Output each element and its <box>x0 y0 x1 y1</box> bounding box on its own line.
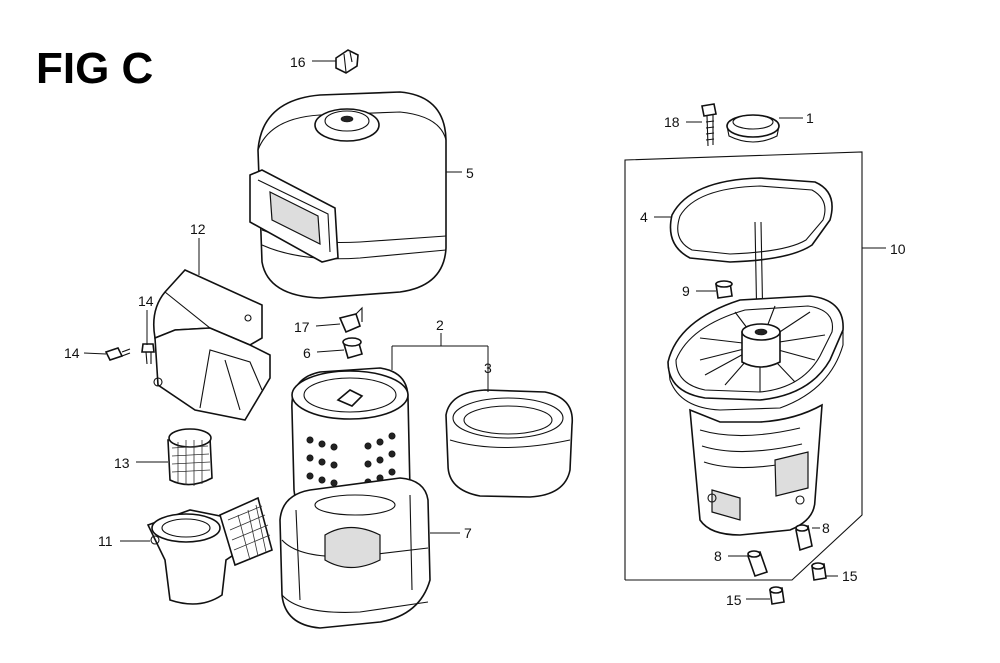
part-12-duct <box>152 269 271 421</box>
part-10-frame <box>624 151 863 581</box>
part-17-nut <box>338 306 363 334</box>
part-8-pin-b <box>795 524 813 552</box>
callout-17: 17 <box>294 319 310 335</box>
part-16-clip <box>335 49 359 74</box>
part-13-screen <box>167 428 213 486</box>
callout-10: 10 <box>890 241 906 257</box>
callout-6: 6 <box>303 345 311 361</box>
callout-11: 11 <box>98 533 113 549</box>
callout-9: 9 <box>682 283 690 299</box>
part-15-cap-b <box>811 562 827 581</box>
callout-5: 5 <box>466 165 474 181</box>
part-9-nut <box>715 280 733 299</box>
callout-3: 3 <box>484 360 492 376</box>
callout-8-a: 8 <box>714 548 722 564</box>
callout-2: 2 <box>436 317 444 333</box>
callout-15-a: 15 <box>726 592 742 608</box>
part-8-pin-a <box>746 550 769 578</box>
part-6-wing-nut <box>342 337 363 359</box>
part-4-gasket <box>669 177 833 263</box>
part-7-case <box>279 477 431 629</box>
callout-18: 18 <box>664 114 680 130</box>
callout-14-a: 14 <box>138 293 154 309</box>
figure-title: FIG C <box>36 44 153 93</box>
callout-labels: 16 5 12 14 14 17 6 2 3 13 11 7 18 1 4 10… <box>64 54 906 608</box>
callout-12: 12 <box>190 221 206 237</box>
callout-8-b: 8 <box>822 520 830 536</box>
part-3-foam <box>445 389 574 498</box>
callout-4: 4 <box>640 209 648 225</box>
part-15-cap-a <box>769 586 785 605</box>
callout-16: 16 <box>290 54 306 70</box>
leader-lines <box>83 60 886 600</box>
callout-13: 13 <box>114 455 130 471</box>
callout-7: 7 <box>464 525 472 541</box>
part-18-bolt <box>701 103 717 147</box>
part-11-elbow <box>146 496 273 605</box>
part-14-screws <box>104 343 155 365</box>
part-10-base-assembly <box>667 221 844 536</box>
part-5-cover <box>249 91 447 299</box>
callout-1: 1 <box>806 110 814 126</box>
part-1-collar <box>726 114 780 143</box>
callout-15-b: 15 <box>842 568 858 584</box>
callout-14-b: 14 <box>64 345 80 361</box>
